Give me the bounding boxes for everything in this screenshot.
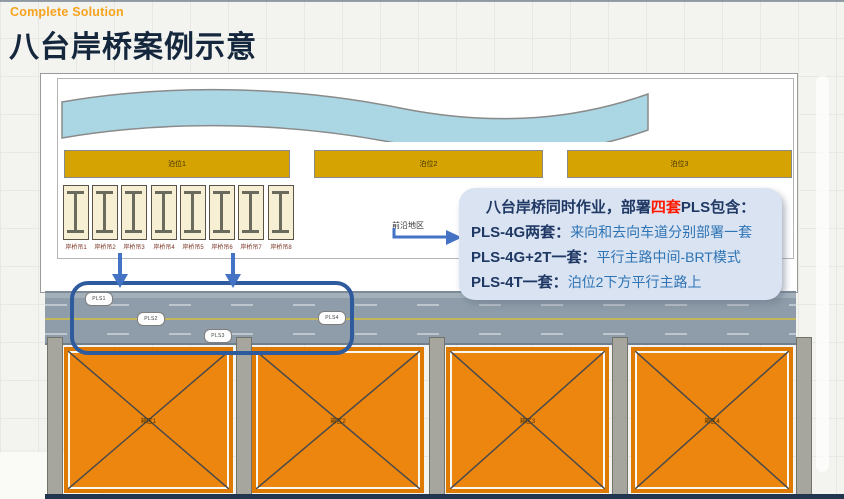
crane-ibeam-icon — [209, 185, 235, 240]
crane-label: 岸桥吊1 — [65, 245, 87, 251]
crane-label: 岸桥吊6 — [211, 245, 233, 251]
callout-item: PLS-4T一套：泊位2下方平行主路上 — [471, 270, 770, 295]
pls-unit-3: PLS3 — [204, 329, 232, 343]
road-edge — [45, 293, 796, 298]
yard-block-label: 箱区1 — [140, 418, 157, 425]
lane-dash-line — [45, 333, 796, 335]
quay-crane-2: 岸桥吊2 — [88, 185, 122, 253]
top-border-line — [0, 0, 844, 2]
berth-label: 泊位2 — [419, 161, 438, 168]
crane-label: 岸桥吊4 — [153, 245, 175, 251]
yard-pillar — [47, 337, 63, 495]
yard-block-label: 箱区3 — [519, 418, 536, 425]
callout-title-highlight: 四套 — [650, 199, 681, 216]
lane-dash-line — [45, 304, 796, 306]
yard-block-1: 箱区1 — [64, 347, 233, 493]
yard-block-label: 箱区2 — [330, 418, 346, 425]
berth-bar-2: 泊位2 — [314, 150, 543, 178]
crane-ibeam-icon — [121, 185, 147, 240]
crane-ibeam-icon — [63, 185, 89, 240]
callout-item-head: PLS-4G两套： — [471, 224, 571, 241]
crane-ibeam-icon — [151, 185, 177, 240]
road-center-line — [45, 318, 796, 320]
crane-ibeam-icon — [238, 185, 264, 240]
pls-unit-1: PLS1 — [85, 292, 113, 306]
side-card-edge — [816, 76, 829, 472]
yard-block-3: 箱区3 — [446, 347, 609, 493]
callout-item-desc: 来向和去向车道分别部署一套 — [570, 224, 753, 240]
yard-pillar — [796, 337, 812, 495]
pls-unit-label: PLS3 — [211, 333, 225, 339]
crane-label: 岸桥吊3 — [123, 245, 145, 251]
callout-title-pre: 八台岸桥同时作业，部署 — [485, 199, 651, 216]
crane-ibeam-icon — [268, 185, 294, 240]
callout-item: PLS-4G两套：来向和去向车道分别部署一套 — [471, 220, 770, 245]
cross-brace-icon — [68, 351, 229, 489]
crane-label: 岸桥吊7 — [240, 245, 262, 251]
pls-unit-label: PLS1 — [92, 296, 106, 302]
main-road — [45, 291, 796, 345]
quay-crane-1: 岸桥吊1 — [59, 185, 93, 253]
callout-title: 八台岸桥同时作业，部署四套PLS包含： — [471, 195, 770, 220]
pls-unit-2: PLS2 — [137, 312, 165, 326]
page-title: 八台岸桥案例示意 — [9, 31, 257, 64]
callout-title-post: PLS包含： — [680, 199, 756, 216]
frontier-area-label: 前沿地区 — [392, 221, 424, 230]
yard-pillar — [236, 337, 252, 495]
berth-label: 泊位1 — [168, 161, 186, 168]
callout-item-desc: 泊位2下方平行主路上 — [567, 274, 702, 290]
crane-label: 岸桥吊8 — [270, 245, 292, 251]
crane-ibeam-icon — [92, 185, 118, 240]
pls-unit-label: PLS2 — [144, 316, 158, 322]
pls-unit-label: PLS4 — [325, 315, 339, 321]
yard-pillar — [429, 337, 445, 495]
callout-item-head: PLS-4T一套： — [471, 274, 568, 291]
cross-brace-icon — [450, 351, 605, 489]
cross-brace-icon — [635, 351, 789, 489]
callout-item-desc: 平行主路中间-BRT模式 — [596, 249, 741, 265]
bottom-navy-bar — [45, 494, 844, 499]
quay-crane-5: 岸桥吊5 — [176, 185, 210, 253]
berth-bar-1: 泊位1 — [64, 150, 290, 178]
callout-item-head: PLS-4G+2T一套： — [471, 249, 597, 266]
crane-ibeam-icon — [180, 185, 206, 240]
pls-deployment-callout: 八台岸桥同时作业，部署四套PLS包含： PLS-4G两套：来向和去向车道分别部署… — [459, 188, 782, 300]
callout-item: PLS-4G+2T一套：平行主路中间-BRT模式 — [471, 245, 770, 270]
pls-unit-4: PLS4 — [318, 311, 346, 325]
berth-label: 泊位3 — [670, 161, 689, 168]
pls-highlight-outline — [70, 281, 354, 355]
quay-crane-6: 岸桥吊6 — [205, 185, 239, 253]
water-band — [61, 88, 649, 142]
quay-crane-3: 岸桥吊3 — [117, 185, 151, 253]
yard-pillar — [612, 337, 628, 495]
yard-block-4: 箱区4 — [631, 347, 793, 493]
cross-brace-icon — [256, 351, 420, 489]
quay-crane-8: 岸桥吊8 — [264, 185, 298, 253]
quay-crane-7: 岸桥吊7 — [234, 185, 268, 253]
eyebrow-label: Complete Solution — [10, 5, 124, 19]
yard-block-2: 箱区2 — [252, 347, 424, 493]
crane-label: 岸桥吊5 — [182, 245, 204, 251]
quay-crane-4: 岸桥吊4 — [147, 185, 181, 253]
yard-block-label: 箱区4 — [704, 418, 720, 425]
berth-bar-3: 泊位3 — [567, 150, 792, 178]
crane-label: 岸桥吊2 — [94, 245, 116, 251]
